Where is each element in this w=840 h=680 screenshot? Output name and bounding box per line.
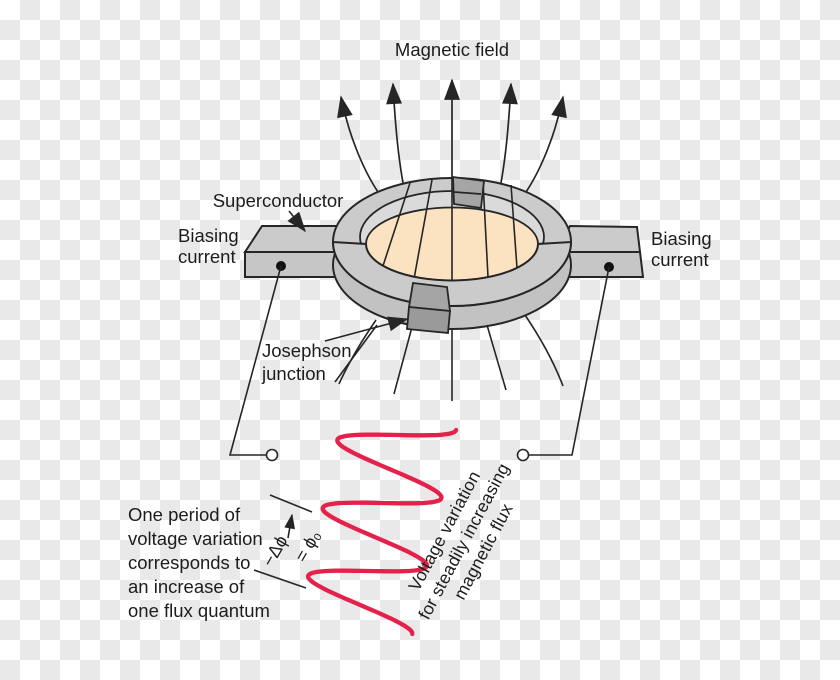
- terminal-left: [265, 448, 279, 462]
- flux-arrow: [284, 513, 296, 539]
- wire-left: [228, 265, 282, 456]
- junction-top-rim-line: [453, 191, 482, 195]
- field-arrow-2: [386, 82, 405, 189]
- period-tick-top: [269, 494, 313, 513]
- terminal-right: [516, 448, 530, 462]
- period-note-line1: One period of: [128, 504, 241, 525]
- period-note-line2: voltage variation: [128, 528, 263, 549]
- bias-tab-left: [243, 225, 354, 278]
- biasing-left-line2: current: [178, 246, 236, 267]
- superconductor-label: Superconductor: [213, 190, 344, 211]
- field-arrow-1: [337, 95, 379, 193]
- period-dimension: [253, 494, 313, 589]
- below-field-line: [524, 314, 564, 387]
- voltage-wave: [305, 427, 459, 637]
- flux-quantum-text: = ϕ₀: [291, 527, 325, 566]
- below-field-line: [486, 324, 507, 391]
- hole-field-line: [380, 182, 411, 273]
- bias-tab-right: [554, 224, 645, 278]
- period-note-line4: an increase of: [128, 576, 245, 597]
- magnetic-field-label: Magnetic field: [395, 39, 509, 60]
- josephson-arrow: [324, 316, 409, 342]
- wire-right: [529, 266, 610, 456]
- hole-field-line: [482, 180, 489, 278]
- magnetic-field-arrows: [337, 78, 567, 193]
- flux-delta-text: −Δϕ: [258, 532, 292, 570]
- josephson-junction-bottom: [406, 282, 452, 334]
- period-tick-bottom: [253, 569, 307, 589]
- wave-note: Voltage variation for steadily increasin…: [404, 460, 517, 623]
- bias-circuit: [228, 261, 614, 462]
- field-lines-below: [338, 314, 564, 401]
- josephson-junction-top: [452, 175, 485, 210]
- field-arrow-5: [525, 95, 567, 193]
- flux-equation-label: −Δϕ = ϕ₀: [258, 527, 325, 570]
- biasing-right-line1: Biasing: [651, 228, 712, 249]
- josephson-line2: junction: [261, 363, 326, 384]
- period-note-line5: one flux quantum: [128, 600, 270, 621]
- superconductor-arrow: [287, 210, 306, 233]
- josephson-leader-2: [334, 324, 378, 383]
- josephson-line1: Josephson: [262, 340, 351, 361]
- biasing-current-label-right: Biasing current: [651, 228, 712, 270]
- superconductor-ring: [331, 177, 573, 330]
- bias-tab-left-front-face: [244, 251, 341, 278]
- field-lines-through-hole: [380, 179, 518, 280]
- period-note-line3: corresponds to: [128, 552, 250, 573]
- biasing-left-line1: Biasing: [178, 225, 239, 246]
- hole-field-line: [413, 179, 433, 280]
- period-note: One period of voltage variation correspo…: [128, 504, 270, 621]
- hole-field-line: [510, 184, 518, 269]
- biasing-current-label-left: Biasing current: [178, 225, 239, 267]
- field-arrow-4: [499, 82, 518, 189]
- leader-lines: [287, 210, 409, 383]
- ring-front-band: [331, 240, 573, 307]
- biasing-right-line2: current: [651, 249, 709, 270]
- below-field-line: [393, 326, 413, 395]
- junction-bottom-wall: [406, 306, 451, 334]
- josephson-junction-label: Josephson junction: [261, 340, 351, 384]
- below-field-line: [338, 319, 377, 385]
